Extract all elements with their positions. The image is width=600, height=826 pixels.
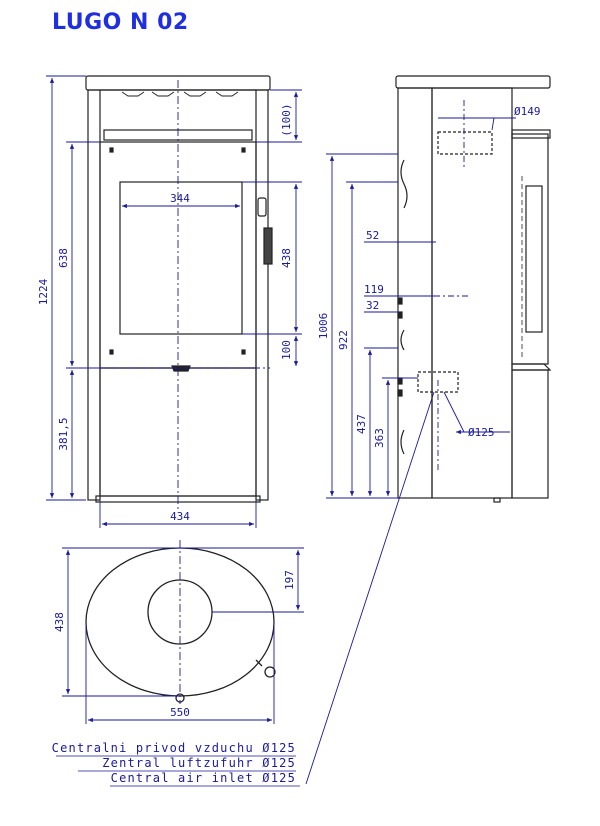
dim-height-922: 922 [337, 330, 350, 350]
front-view-dimensions [46, 75, 302, 528]
dim-top-gap: (100) [280, 103, 293, 136]
caption-line-1: Centralni privod vzduchu Ø125 [52, 741, 296, 755]
side-view-dimensions [305, 100, 516, 785]
dim-height-437: 437 [355, 414, 368, 434]
caption: Centralni privod vzduchu Ø125 Zentral lu… [52, 741, 300, 787]
dim-flue-diameter: Ø149 [514, 105, 541, 118]
dim-door-height: 638 [57, 248, 70, 268]
dim-overall-height: 1224 [37, 278, 50, 305]
side-flue-outlet [437, 131, 493, 155]
dim-top-depth: 438 [53, 612, 66, 632]
dim-height-363: 363 [373, 428, 386, 448]
dim-top-width: 550 [170, 706, 190, 719]
dim-base-height: 381,5 [57, 417, 70, 450]
top-view-dimensions [62, 540, 304, 724]
dim-glass-height: 438 [280, 248, 293, 268]
side-body [397, 87, 433, 499]
front-glass [119, 181, 243, 335]
dim-width: 434 [170, 510, 190, 523]
dim-top-flue-offset: 197 [283, 570, 296, 590]
front-view [85, 75, 273, 503]
dim-glass-width: 344 [170, 192, 190, 205]
top-view [85, 547, 276, 703]
dim-height-1006: 1006 [317, 313, 330, 340]
caption-line-2: Zentral luftzufuhr Ø125 [102, 756, 296, 770]
dim-offset-52: 52 [366, 229, 379, 242]
dim-air-diameter: Ø125 [468, 426, 495, 439]
side-top-plate [395, 75, 551, 89]
front-right-pillar [255, 89, 269, 501]
front-door-handle [257, 197, 267, 217]
drawing-title: LUGO N 02 [52, 10, 189, 35]
dim-offset-119: 119 [364, 283, 384, 296]
front-left-pillar [87, 89, 101, 501]
side-view [395, 75, 552, 503]
dim-offset-32: 32 [366, 299, 379, 312]
caption-line-3: Central air inlet Ø125 [111, 771, 296, 785]
dim-lower-gap: 100 [280, 340, 293, 360]
side-air-inlet [417, 371, 459, 393]
